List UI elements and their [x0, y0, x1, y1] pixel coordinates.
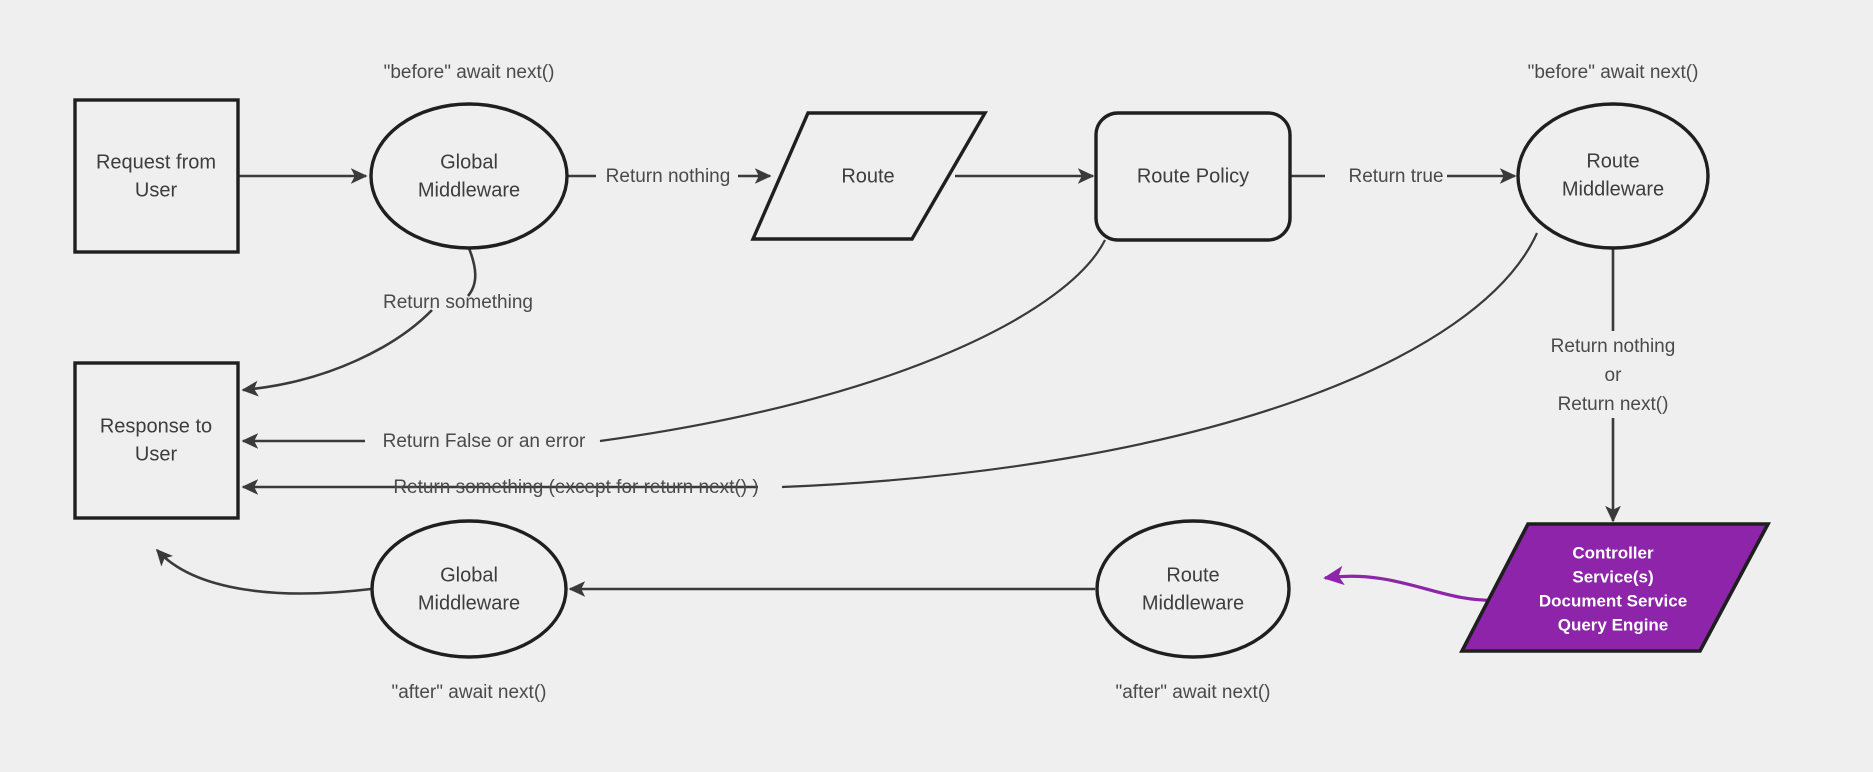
edge-label-return-nothing-or-next-line1: Return nothing: [1551, 336, 1676, 357]
edge-global-middleware-to-route: Return nothing: [565, 166, 772, 187]
node-global-middleware-before-line1: Global: [440, 151, 498, 173]
node-global-middleware-after[interactable]: Global Middleware: [370, 519, 568, 659]
node-controller-line2: Service(s): [1572, 567, 1653, 586]
node-route[interactable]: Route: [750, 111, 988, 241]
node-controller-line3: Document Service: [1539, 591, 1687, 610]
node-route-middleware-before-line1: Route: [1586, 150, 1639, 172]
edge-controller-to-route-middleware-after: [1323, 565, 1501, 602]
node-route-middleware-after-line1: Route: [1166, 564, 1219, 586]
edge-route-middleware-return-something-except: Return something (except for return next…: [241, 232, 1539, 498]
edge-label-return-true: Return true: [1348, 166, 1443, 187]
annotation-after-await-next-global: "after" await next(): [392, 682, 547, 703]
node-global-middleware-after-line2: Middleware: [418, 592, 520, 614]
edge-global-middleware-return-something: Return something: [241, 240, 533, 397]
node-route-middleware-after[interactable]: Route Middleware: [1095, 519, 1291, 659]
edge-route-policy-return-false: Return False or an error: [241, 239, 1106, 452]
annotation-before-await-next-route: "before" await next(): [1528, 62, 1699, 83]
node-response-to-user-line2: User: [135, 443, 178, 465]
node-global-middleware-after-line1: Global: [440, 564, 498, 586]
node-global-middleware-before-line2: Middleware: [418, 179, 520, 201]
edge-label-return-nothing-or-next-line3: Return next(): [1558, 394, 1669, 415]
controller-services-shape: [1459, 522, 1772, 653]
edge-label-return-nothing-or-next-line2: or: [1605, 365, 1623, 386]
annotation-after-await-next-route: "after" await next(): [1116, 682, 1271, 703]
node-route-middleware-before-line2: Middleware: [1562, 178, 1664, 200]
node-request-from-user[interactable]: Request from User: [73, 98, 240, 254]
edge-label-return-nothing: Return nothing: [606, 166, 731, 187]
node-route-policy-label: Route Policy: [1137, 165, 1249, 187]
node-controller-line4: Query Engine: [1558, 615, 1669, 634]
node-controller-services[interactable]: Controller Service(s) Document Service Q…: [1459, 522, 1772, 653]
node-request-from-user-line2: User: [135, 179, 178, 201]
edge-route-policy-to-route-middleware: Return true: [1290, 166, 1517, 187]
node-route-middleware-before[interactable]: Route Middleware: [1516, 102, 1710, 250]
node-response-to-user[interactable]: Response to User: [73, 361, 240, 520]
node-response-to-user-line1: Response to: [100, 415, 212, 437]
node-request-from-user-line1: Request from: [96, 151, 216, 173]
node-route-label: Route: [841, 165, 894, 187]
node-route-policy[interactable]: Route Policy: [1094, 111, 1292, 242]
node-global-middleware-before[interactable]: Global Middleware: [369, 102, 569, 250]
node-route-middleware-after-line2: Middleware: [1142, 592, 1244, 614]
node-controller-line1: Controller: [1572, 543, 1654, 562]
edge-global-middleware-after-to-response: [155, 548, 372, 595]
edge-route-middleware-to-controller: Return nothing or Return next(): [1551, 233, 1676, 523]
edge-label-return-something-except: Return something (except for return next…: [393, 477, 758, 498]
edge-label-return-something: Return something: [383, 292, 533, 313]
edge-label-return-false-or-error: Return False or an error: [383, 431, 586, 452]
annotation-before-await-next-global: "before" await next(): [384, 62, 555, 83]
